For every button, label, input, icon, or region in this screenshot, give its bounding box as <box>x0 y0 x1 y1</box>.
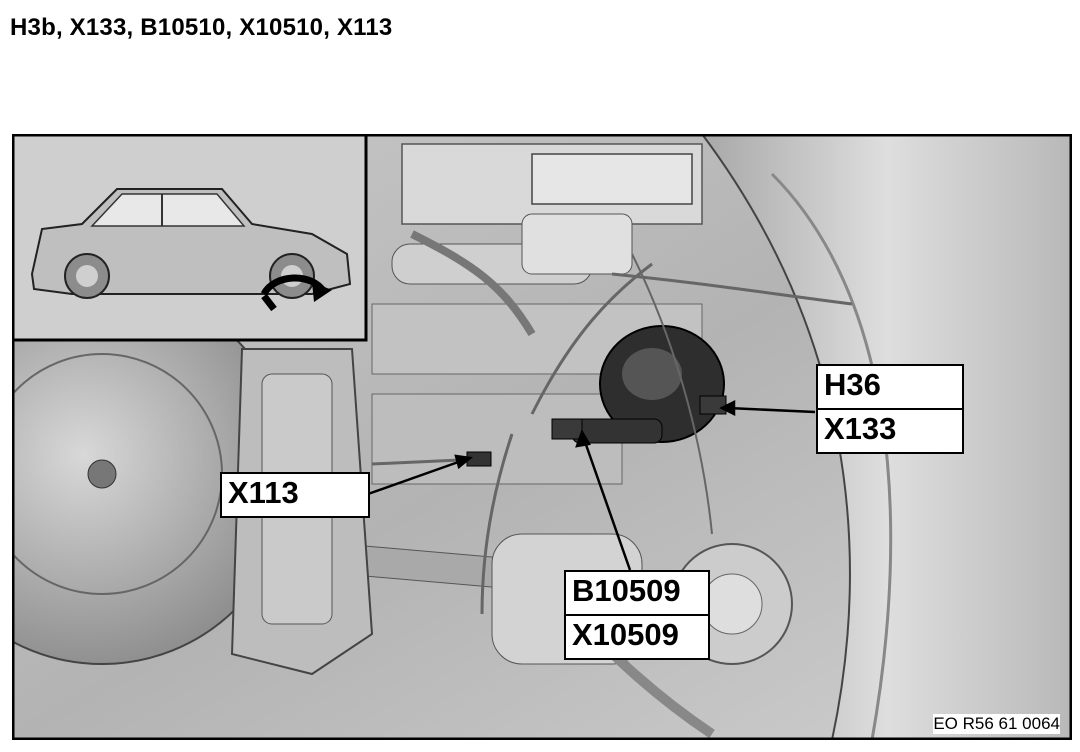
document-id: EO R56 61 0064 <box>933 714 1060 734</box>
figure-frame <box>12 134 1072 740</box>
horn-component <box>571 325 725 444</box>
label-h36: H36 <box>816 364 964 410</box>
inset-car-view <box>12 134 368 342</box>
label-x133: X133 <box>816 408 964 454</box>
b10509-connector <box>551 418 583 440</box>
label-x113: X113 <box>220 472 370 518</box>
label-x10509: X10509 <box>564 614 710 660</box>
callout-b10509-x10509: B10509 X10509 <box>564 570 710 660</box>
page-title: H3b, X133, B10510, X10510, X113 <box>10 14 393 41</box>
callout-h36-x133: H36 X133 <box>816 364 964 454</box>
rotation-arrow-icon <box>260 274 332 312</box>
car-side-icon <box>30 188 352 299</box>
leader-lines <box>367 399 816 571</box>
wiring-diagram: H36 X133 X113 B10509 X10509 EO R56 61 00… <box>12 134 1072 740</box>
label-b10509: B10509 <box>564 570 710 616</box>
x133-connector <box>699 395 727 415</box>
wiring-harness <box>371 253 853 615</box>
